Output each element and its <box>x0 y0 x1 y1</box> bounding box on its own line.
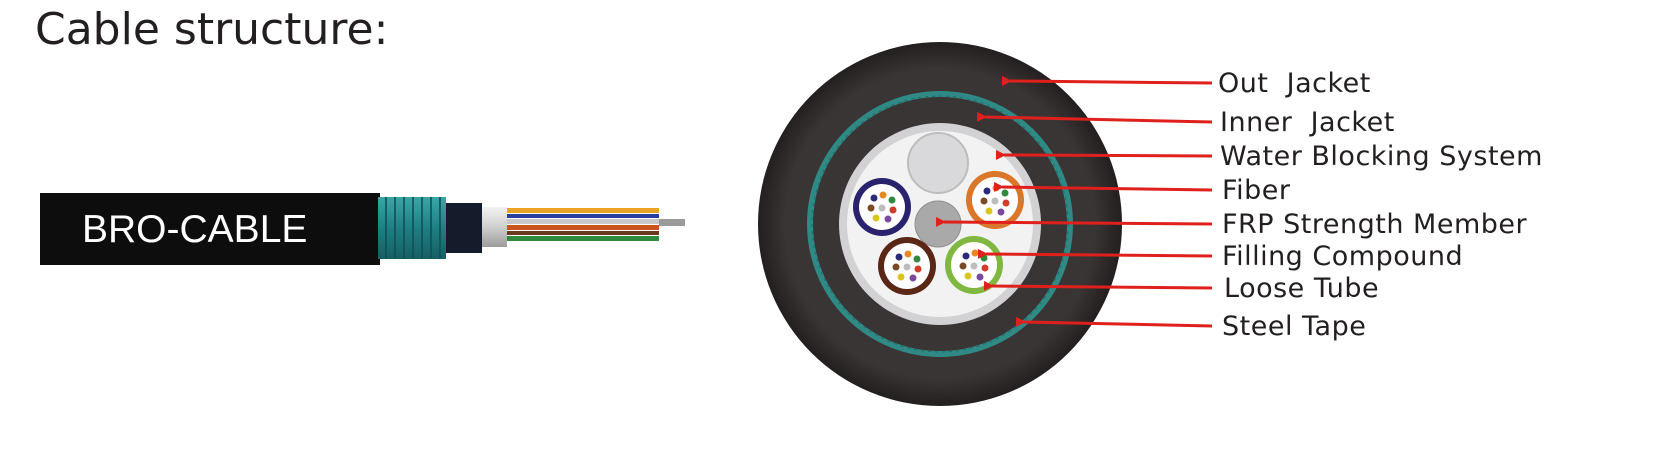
arrow-steel-tape <box>1015 316 1213 328</box>
frp-strength-member <box>914 200 962 248</box>
arrow-frp <box>935 216 1213 227</box>
loose-tube-fibers <box>507 208 659 241</box>
filler-rod <box>907 132 969 194</box>
outer-jacket-section <box>40 193 380 265</box>
label-inner-jacket: Inner Jacket <box>1220 107 1395 138</box>
arrow-loose-tube <box>983 280 1213 291</box>
label-steel-tape: Steel Tape <box>1222 311 1366 342</box>
loose-tube-orange <box>966 171 1024 229</box>
arrow-filling-compound <box>977 248 1213 259</box>
frp-strength-member-tip <box>659 219 685 226</box>
inner-jacket-section <box>446 203 482 253</box>
component-labels: Out Jacket Inner Jacket Water Blocking S… <box>1218 68 1543 342</box>
brand-text: BRO-CABLE <box>82 208 307 251</box>
label-loose-tube: Loose Tube <box>1224 273 1379 304</box>
page-title: Cable structure: <box>35 4 388 55</box>
arrow-fiber <box>993 181 1213 192</box>
label-out-jacket: Out Jacket <box>1218 68 1371 99</box>
arrow-water-blocking <box>995 149 1213 160</box>
label-water-blocking-system: Water Blocking System <box>1220 141 1543 172</box>
cable-side-view: BRO-CABLE <box>40 193 685 265</box>
arrow-inner-jacket <box>976 111 1213 124</box>
label-fiber: Fiber <box>1222 175 1291 206</box>
label-filling-compound: Filling Compound <box>1222 241 1463 272</box>
loose-tube-brown <box>878 237 936 295</box>
leader-arrows <box>935 75 1213 328</box>
steel-tape-ridges <box>385 197 441 259</box>
loose-tube-blue <box>853 178 911 236</box>
water-blocking-section <box>482 207 507 247</box>
arrow-out-jacket <box>1001 75 1213 86</box>
label-frp-strength-member: FRP Strength Member <box>1222 209 1527 240</box>
